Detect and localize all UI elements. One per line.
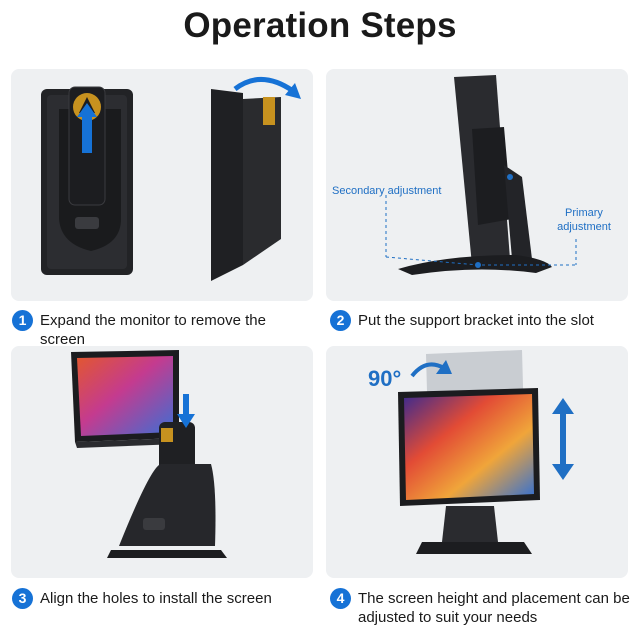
step-2-illustration: Secondary adjustment Primary adjustment [326, 69, 628, 301]
step-3-caption: 3 Align the holes to install the screen [12, 588, 312, 609]
page-title: Operation Steps [183, 6, 457, 45]
secondary-adjustment-label: Secondary adjustment [332, 185, 442, 197]
step-3-badge: 3 [12, 588, 33, 609]
step-4-text: The screen height and placement can be a… [358, 590, 630, 626]
step-3-text: Align the holes to install the screen [40, 590, 272, 607]
step-4-caption: 4 The screen height and placement can be… [330, 588, 630, 627]
primary-adjustment-label: Primary adjustment [554, 206, 614, 234]
step-3-illustration [11, 346, 313, 578]
primary-adjustment-line1: Primary [565, 207, 603, 219]
step-4-badge: 4 [330, 588, 351, 609]
step-4-illustration: 90° [326, 346, 628, 578]
step-2-badge: 2 [330, 310, 351, 331]
step-1-badge: 1 [12, 310, 33, 331]
step-1-text: Expand the monitor to remove the screen [40, 312, 266, 348]
primary-adjustment-line2: adjustment [557, 221, 611, 233]
step-2-text: Put the support bracket into the slot [358, 312, 594, 329]
step-2-caption: 2 Put the support bracket into the slot [330, 310, 630, 331]
step-1-caption: 1 Expand the monitor to remove the scree… [12, 310, 312, 349]
step-1-illustration [11, 69, 313, 301]
rotation-label: 90° [368, 366, 402, 391]
